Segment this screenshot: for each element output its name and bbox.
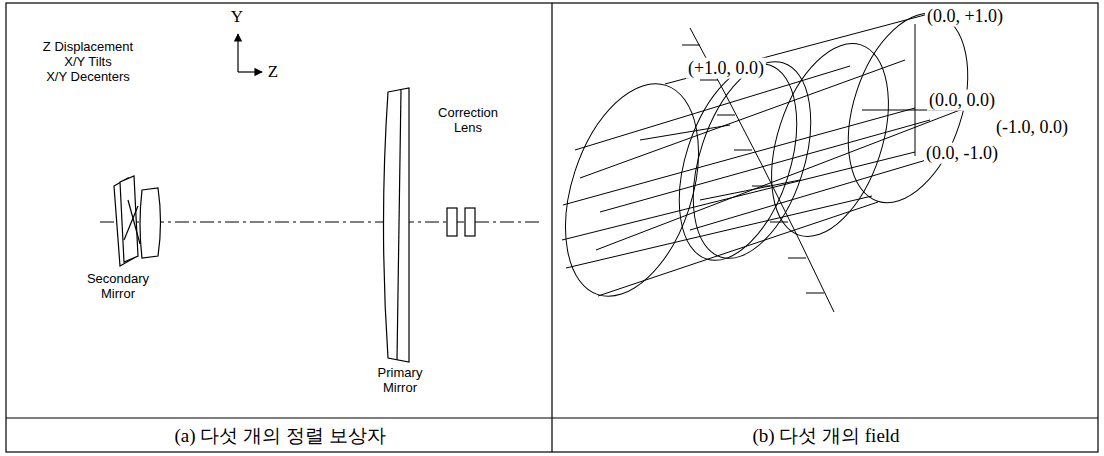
primary-mirror [384,88,410,362]
axis-label: Z [266,62,280,82]
correction-lens [447,208,475,236]
axis-label: Y [229,7,245,27]
part-name: Primary Mirror [376,366,425,396]
field-coordinate: (0.0, +1.0) [925,6,1005,27]
sub-caption: (b) 다섯 개의 field [750,425,901,447]
field-coordinate: (0.0, -1.0) [924,143,1000,164]
sub-caption: (a) 다섯 개의 정렬 보상자 [172,425,387,447]
compensator-text: X/Y Decenters [44,70,132,85]
field-coordinate: (-1.0, 0.0) [994,117,1070,138]
axis-arrows [238,34,262,72]
compensator-text: X/Y Tilts [62,55,113,70]
table-frame [6,3,1098,452]
secondary-mirror [114,176,161,266]
part-name: Correction Lens [436,106,500,136]
field-coordinate: (+1.0, 0.0) [686,58,766,79]
field-coordinate: (0.0, 0.0) [927,90,997,111]
part-name: Secondary Mirror [85,272,151,302]
compensator-text: Z Displacement [41,40,135,55]
field-3d-view [541,0,990,313]
